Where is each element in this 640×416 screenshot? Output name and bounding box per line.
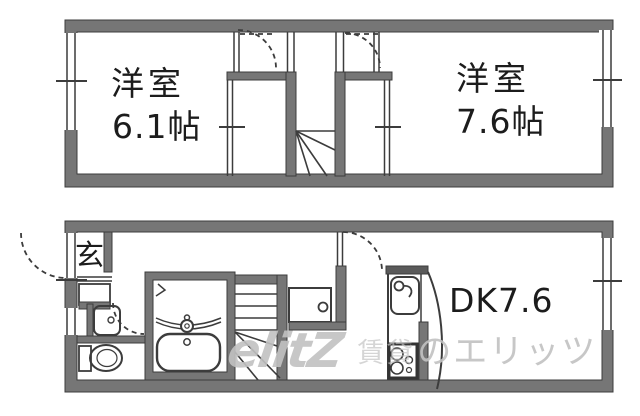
entrance-door	[20, 232, 87, 281]
dk-door	[336, 231, 383, 272]
kitchen-partition-curve	[427, 271, 443, 390]
bath-faucet-icon	[180, 314, 194, 333]
upper-door-swing-arcs	[237, 29, 381, 69]
kitchen-unit	[385, 265, 443, 390]
lower-left-window	[64, 308, 78, 335]
lower-right-window	[593, 238, 622, 330]
washbasin-icon	[86, 302, 145, 339]
room2-type-label: 洋室	[456, 59, 530, 98]
room2-size-label: 7.6帖	[456, 102, 546, 141]
shower-icon	[155, 283, 167, 297]
room1-type-label: 洋室	[111, 64, 185, 103]
dining-kitchen-label: DK7.6	[449, 281, 554, 320]
stairs-lower-icon	[234, 274, 288, 381]
upper-floor-plan	[56, 19, 622, 188]
upper-door-jambs	[233, 32, 380, 72]
kitchen-sink-icon	[390, 276, 420, 315]
upper-left-window	[56, 33, 87, 130]
toilet-icon	[76, 335, 149, 372]
bathtub-icon	[155, 332, 222, 373]
room1-size-label: 6.1帖	[112, 107, 202, 146]
lower-floor-plan	[20, 220, 622, 393]
upper-right-window	[593, 30, 622, 127]
bathroom	[144, 271, 236, 381]
stairs-upper-icon	[295, 130, 336, 177]
entrance-label: 玄	[75, 238, 105, 272]
upper-closets	[219, 71, 401, 177]
stove-icon	[387, 342, 419, 380]
washing-machine-pan-icon	[288, 265, 347, 331]
